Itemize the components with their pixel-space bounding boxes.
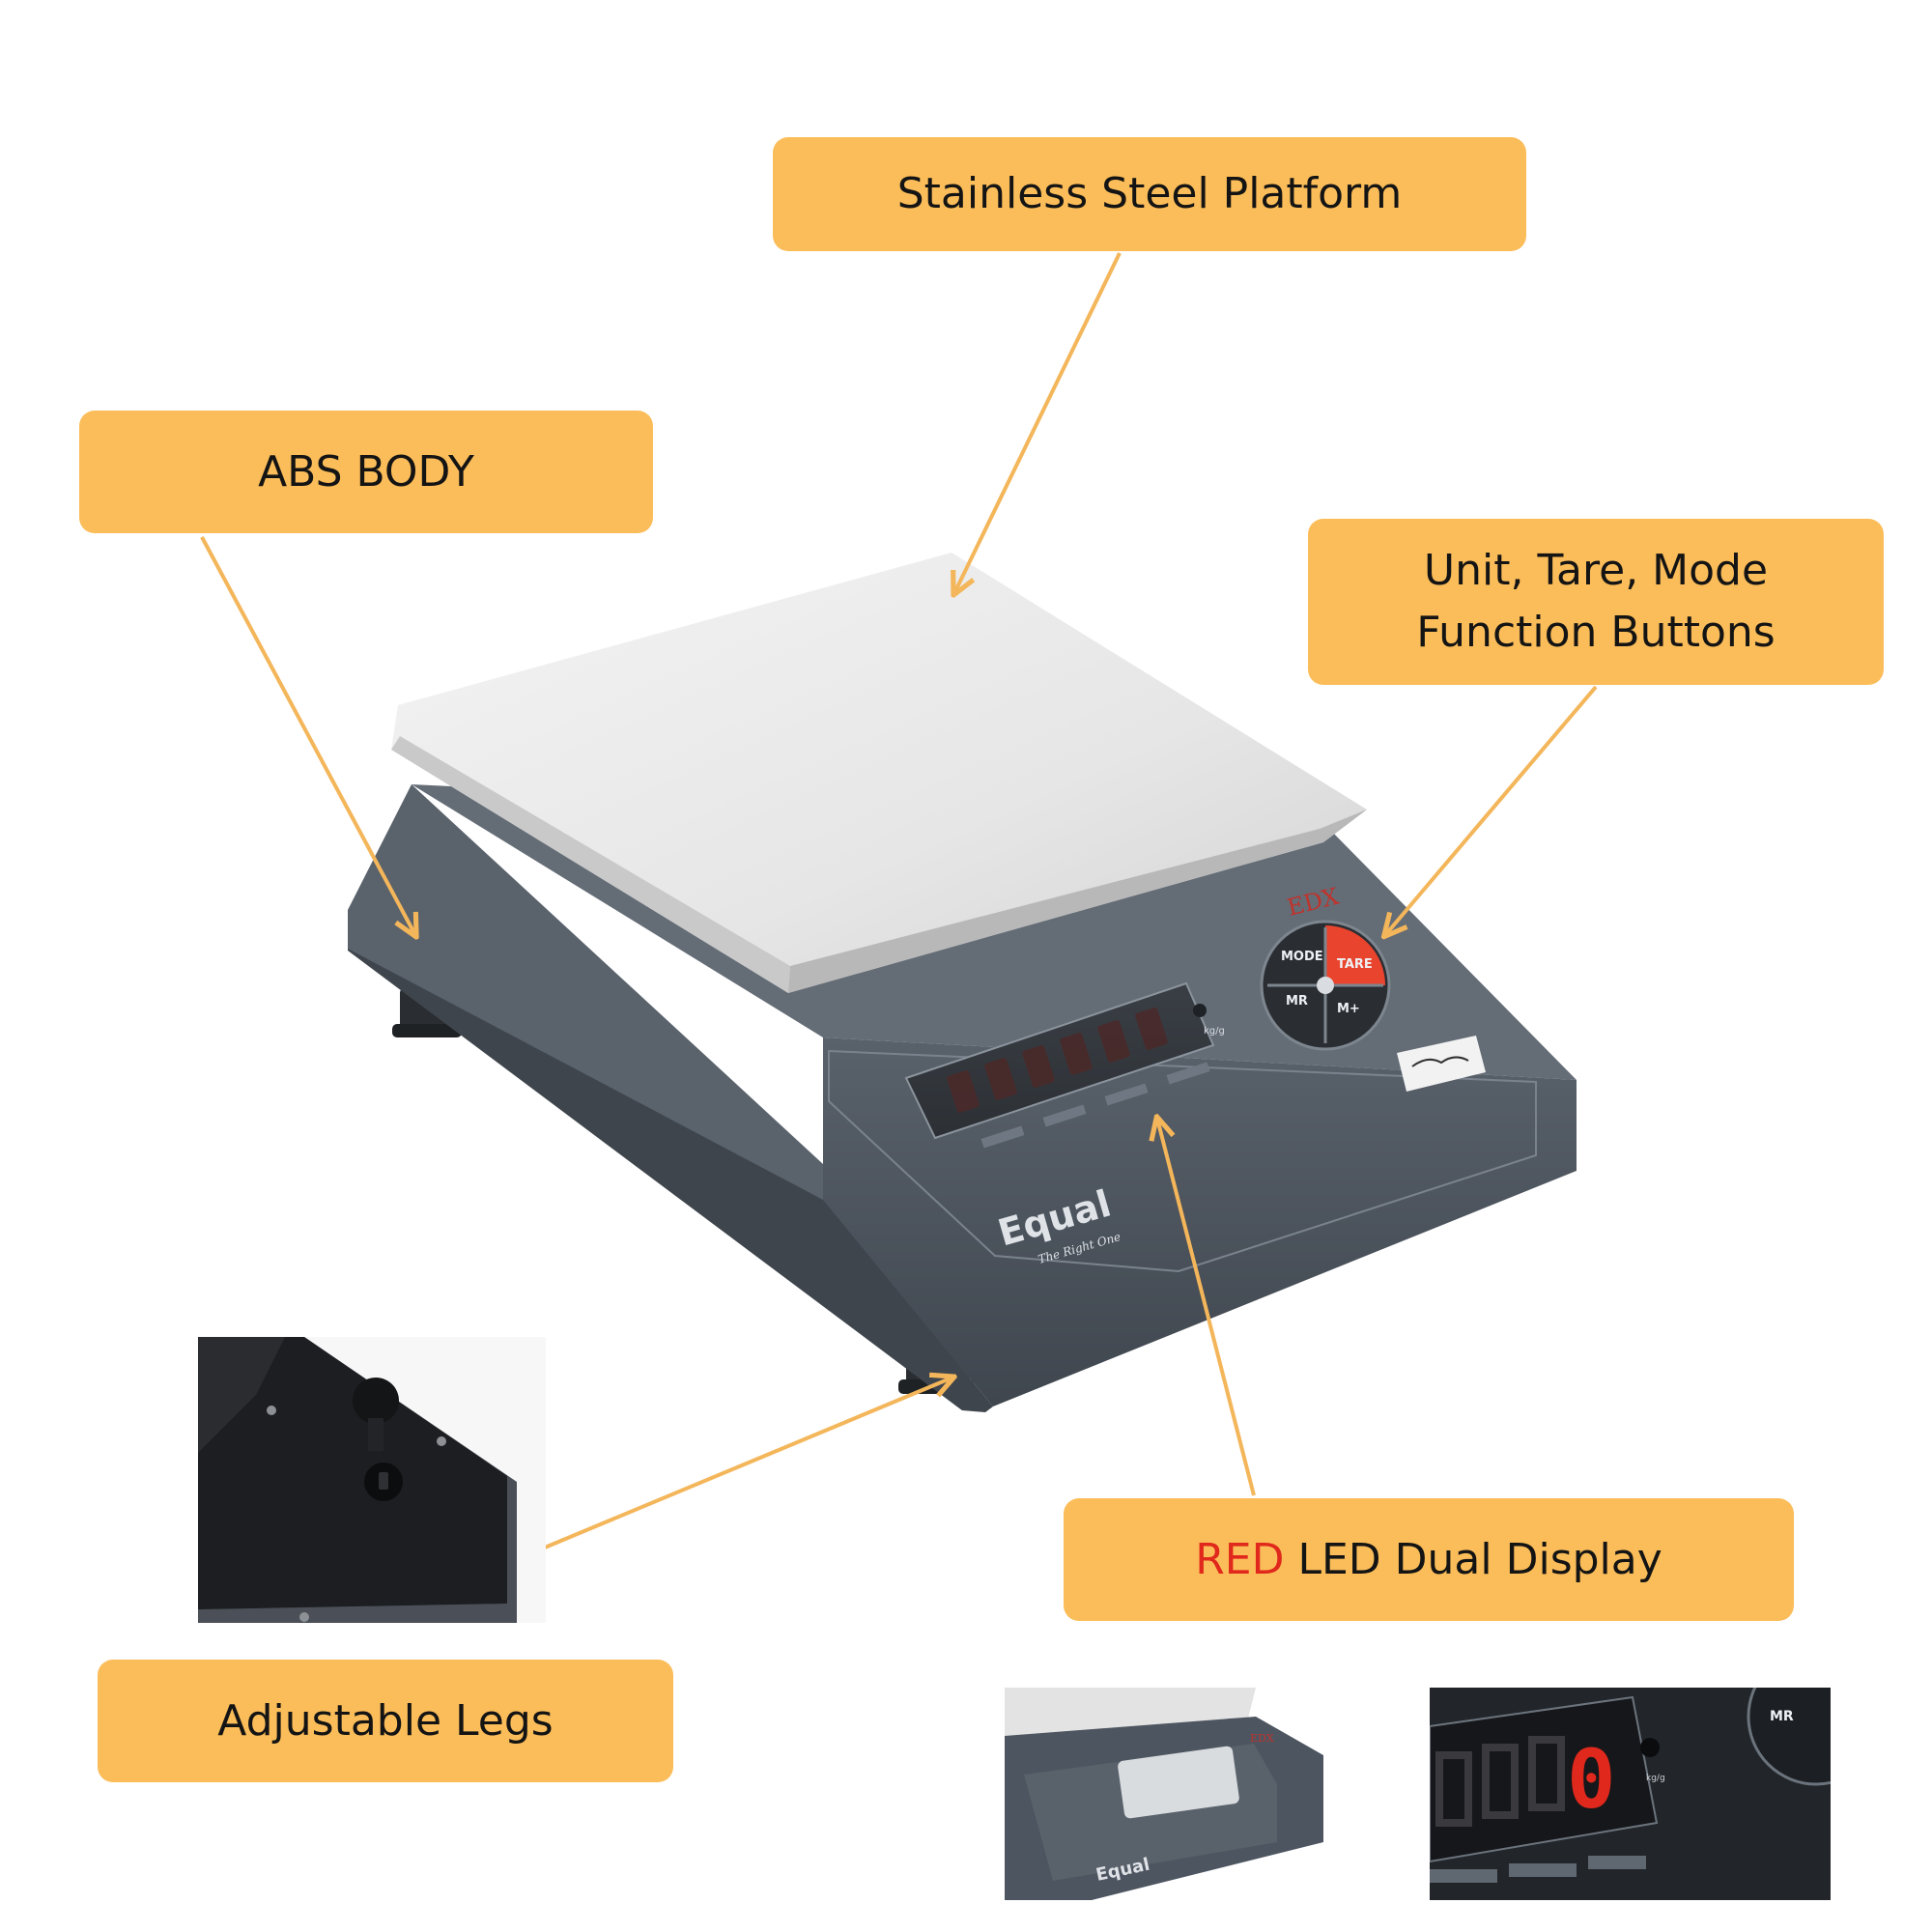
callout-adjustable-legs: Adjustable Legs [98,1660,673,1782]
power-switch-icon [364,1463,403,1501]
arrow-platform [954,252,1122,593]
svg-text:MR: MR [1770,1709,1794,1724]
callout-accent-text: RED [1195,1534,1285,1584]
callout-text: Stainless Steel Platform [896,169,1403,219]
certification-sticker [1397,1036,1486,1092]
function-button-wheel [1260,920,1391,1051]
callout-function-buttons: Unit, Tare, Mode Function Buttons [1308,519,1884,685]
model-label: EDX [1250,1732,1274,1745]
display-unlit-photo: Equal EDX [1005,1688,1323,1900]
mr-button[interactable]: MR [1747,1688,1831,1786]
m-plus-button[interactable]: M+ [1337,1002,1360,1016]
arrow-display [1157,1119,1256,1496]
display-digit: 0 [1567,1732,1616,1827]
unit-label: kg/g [1646,1774,1665,1783]
screw-icon [299,1612,309,1622]
arrow-buttons [1385,685,1598,935]
unit-label: kg/g [1204,1026,1225,1037]
callout-text-line-1: Unit, Tare, Mode [1423,546,1769,596]
callout-text-line-2: Function Buttons [1416,608,1776,657]
callout-stainless-steel-platform: Stainless Steel Platform [773,137,1526,251]
tare-button[interactable]: TARE [1337,957,1373,972]
display-closeup-photo: 0 kg/g MR [1430,1688,1831,1900]
spec-plates [980,1062,1210,1149]
led-display [904,981,1215,1140]
screw-icon [437,1436,446,1446]
arrow-abs-body [200,536,415,935]
callout-abs-body: ABS BODY [79,411,653,533]
callout-text: LED Dual Display [1284,1534,1662,1584]
callout-red-led-display: RED LED Dual Display [1064,1498,1794,1621]
leg-switch-detail-photo [198,1337,546,1623]
mode-button[interactable]: MODE [1281,950,1323,964]
scale-body-base [348,949,993,1412]
callout-text: ABS BODY [258,446,474,497]
screw-icon [267,1406,276,1415]
front-panel-bezel [828,1049,1537,1273]
leveling-knob-icon [353,1378,399,1451]
stainless-steel-platform [391,553,1367,993]
callout-text: Adjustable Legs [217,1695,554,1746]
arrow-legs [521,1378,952,1559]
mr-button[interactable]: MR [1286,994,1308,1009]
